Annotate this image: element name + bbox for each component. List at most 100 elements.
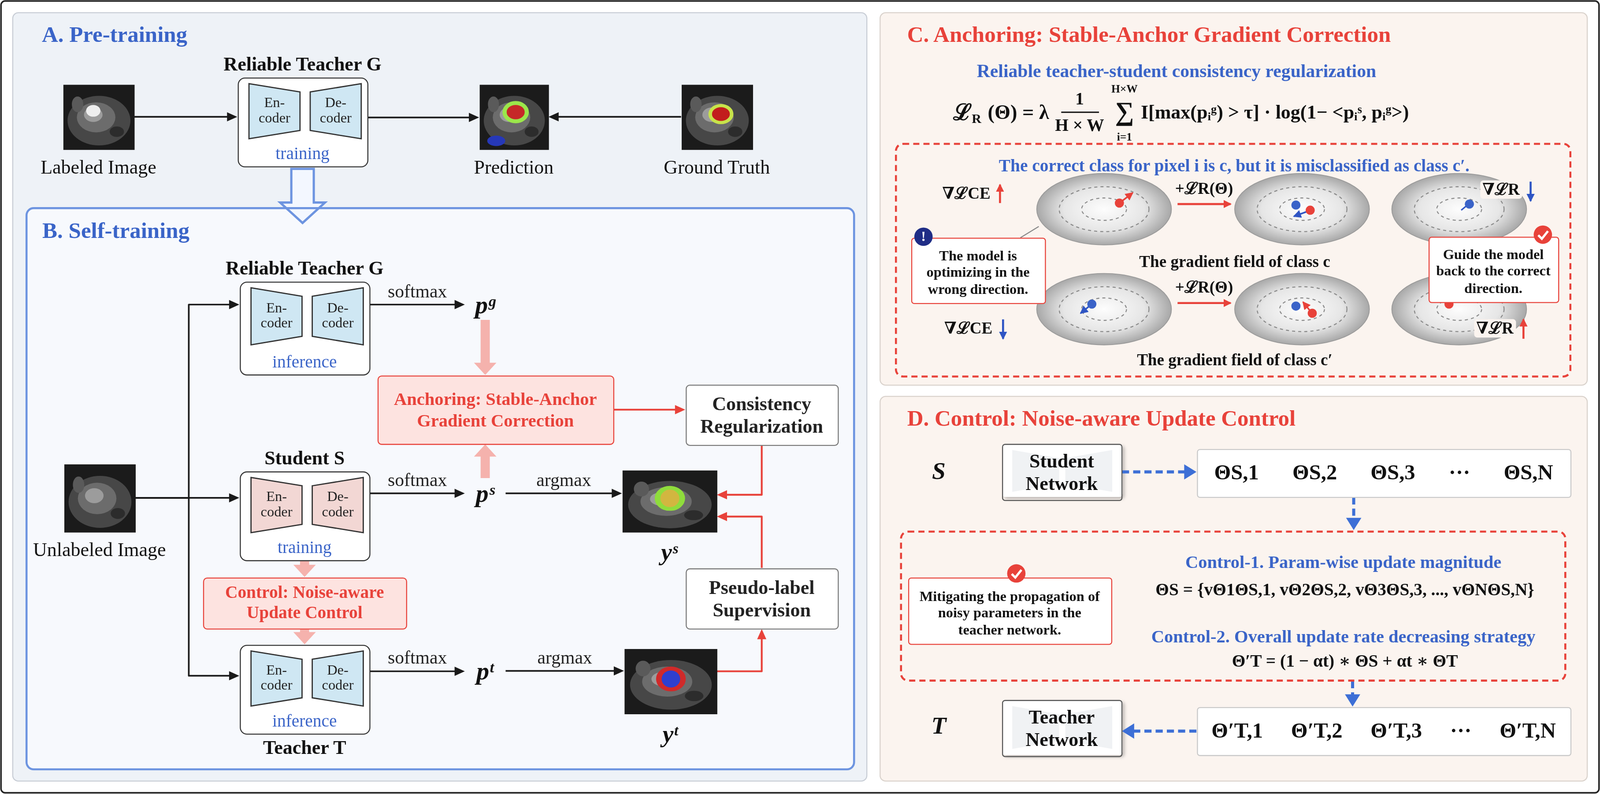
network-label: Reliable Teacher G [223,52,382,75]
mri-picture [681,84,753,150]
arrowhead [468,112,479,123]
panel-heading: Control-2. Overall update rate decreasin… [1151,625,1536,648]
network-label: Reliable Teacher G [225,256,384,279]
arrowhead [454,666,465,676]
panel-heading: A. Pre-training [41,21,188,49]
field-ring [1279,197,1325,221]
arrowhead [1346,517,1362,531]
connector [548,112,682,122]
mri-image: Ground Truth [681,84,753,150]
image-region [709,104,732,123]
parameter: ··· [1450,718,1472,744]
parameter-list: Θ′T,1Θ′T,2Θ′T,3···Θ′T,N [1196,706,1571,756]
encoder-block: De- coder [312,650,364,706]
connector [369,666,465,676]
block-label: De- coder [313,96,359,127]
label: +ℒR(Θ) [1173,278,1236,298]
connector [716,445,762,500]
connector [716,629,767,672]
encoder-block: De- coder [312,477,364,533]
encoder-block: En- coder [251,477,303,533]
arrowhead [474,362,497,375]
connector-line [1352,497,1356,521]
connector [369,488,465,498]
process-box: Student Network [1001,443,1122,501]
connector-line [613,408,678,411]
network-box: Reliable Teacher GinferenceEn- coderDe- … [239,281,370,375]
point [1307,308,1318,318]
block-label: En- coder [254,663,300,694]
connector-line [480,454,491,479]
field-ring [1059,186,1150,232]
block-label: De- coder [315,301,361,332]
box-text: Guide the model back to the correct dire… [1434,247,1553,297]
label: ∇ℒCE [940,184,993,204]
edge-label: argmax [536,469,591,491]
image-caption: Unlabeled Image [33,538,167,561]
arrowhead [229,493,240,503]
box-text: Mitigating the propagation of noisy para… [913,589,1106,639]
panel-fill [12,12,868,782]
box-text: Control: Noise-aware Update Control [208,582,401,624]
check-mark [1533,225,1552,245]
arrowhead [454,488,465,498]
label: ΘS = {vΘ1ΘS,1, vΘ2ΘS,2, vΘ3ΘS,3, ..., vΘ… [1155,579,1535,600]
image-region [681,84,753,150]
trapezoid-shape [312,477,364,533]
edge-label: softmax [387,647,447,669]
connector-line [367,116,472,119]
connector [474,319,497,375]
network-label: inference [272,710,337,732]
arrowhead [716,512,728,522]
connector [135,300,240,498]
label: H×W [1111,82,1138,96]
field-ellipse [1036,273,1172,346]
parameter: Θ′T,3 [1370,718,1422,744]
box-text: Pseudo-label Supervision [691,576,833,621]
update-arrow [1177,301,1231,305]
connector [505,488,622,498]
box-text: The model is optimizing in the wrong dir… [916,248,1040,298]
network-card [1002,443,1123,497]
connector-line [369,492,457,495]
mri-picture [623,648,717,714]
image-caption: Prediction [474,155,554,179]
block-label: En- coder [252,96,297,127]
label: (Θ) = λ [987,100,1049,124]
mri-image: Labeled Image [62,84,134,150]
parameter: Θ′T,1 [1211,718,1263,744]
connector [369,300,465,310]
point [1087,299,1097,309]
image-region [66,95,130,145]
mri-image: Prediction [478,84,549,150]
label: T [931,712,947,741]
network-box: Student StrainingEn- coderDe- coder [239,471,370,561]
arrowhead [548,112,559,122]
mri-image: yᵗ [623,648,717,714]
trend-arrow [1529,181,1532,201]
connector-line [480,319,491,366]
label: I[max(pᵢᵍ) > τ] · log(1− <pᵢˢ, pᵢᵍ>) [1140,100,1410,124]
network-label: training [277,537,332,558]
connector [367,112,479,123]
label: ∑ [1114,96,1134,128]
process-box: Consistency Regularization [685,384,839,446]
connector [1346,497,1362,531]
network-label: Teacher T [263,736,347,759]
encoder-block: En- coder [251,287,303,346]
image-region [62,84,134,150]
label: ∇ℒR [1480,180,1522,200]
connector [716,512,762,568]
label: S [931,457,946,486]
check-mark [1007,564,1026,583]
arrowhead [229,300,240,310]
mri-picture [62,84,134,150]
mri-image: Unlabeled Image [63,463,136,532]
arrowhead [613,666,624,676]
mri-picture [63,463,136,532]
encoder-block: En- coder [248,83,301,139]
arrowhead [757,629,767,640]
connector [1121,723,1197,739]
trapezoid-shape [312,650,364,706]
